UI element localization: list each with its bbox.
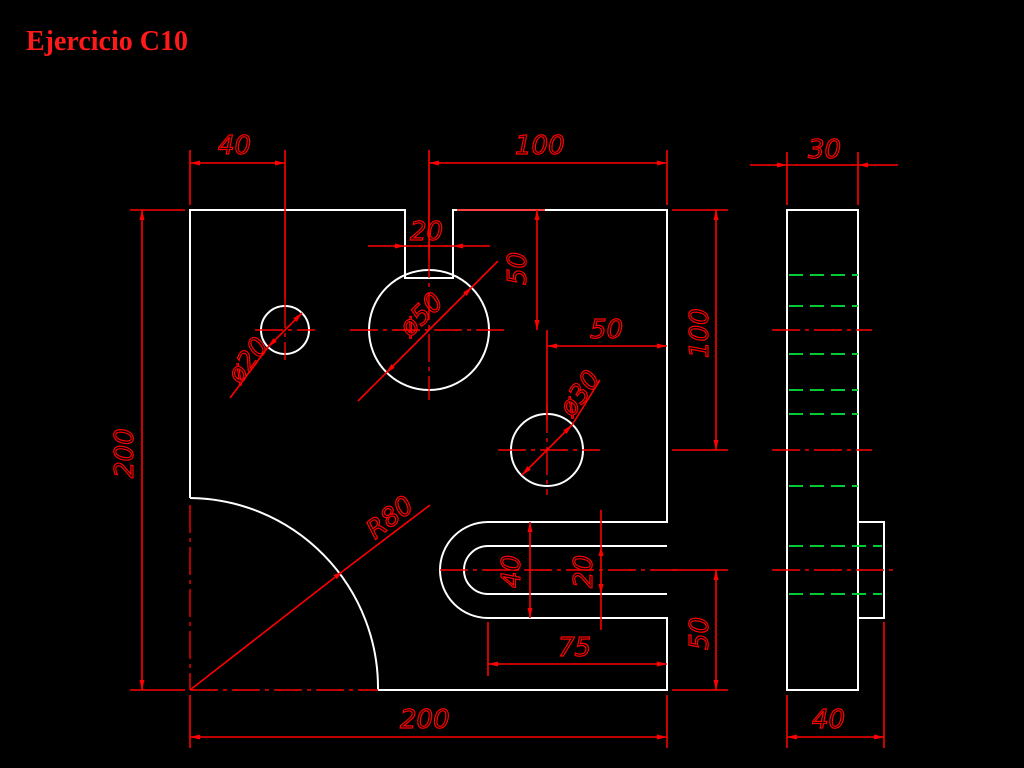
dim-label-100-vertical: 100: [685, 308, 715, 358]
drawing-stroke: [357, 372, 387, 402]
dim-label-40: 40: [218, 131, 251, 161]
leader-diam-30: [521, 424, 573, 476]
dim-label-50-bottom: 50: [685, 617, 715, 650]
leader-diam-50: [385, 286, 473, 374]
front-view-outline: [189, 209, 668, 691]
leader-r80: [189, 570, 344, 691]
drawing-stroke: [342, 504, 431, 572]
drawing-stroke: [571, 379, 601, 426]
arc-r80: [189, 497, 380, 691]
dim-label-diam-30: ø30: [553, 365, 607, 423]
dim-label-diam-50: ø50: [393, 287, 450, 344]
leader-diam-20: [267, 312, 303, 348]
front-dimensions: 40 100 20 50 ø50 ø20 50 100 ø30 200 R80 …: [109, 130, 728, 748]
dim-label-75: 75: [558, 633, 591, 663]
dim-label-20-slot: 20: [569, 555, 599, 588]
dim-label-30: 30: [808, 135, 841, 165]
centerlines: [189, 200, 680, 691]
dim-label-200-bottom: 200: [400, 705, 450, 735]
dim-label-r80: R80: [361, 490, 420, 545]
dim-label-40-side: 40: [812, 705, 845, 735]
drawing-stroke: [471, 260, 499, 288]
side-view: 30 40: [750, 134, 898, 748]
page-title: Ejercicio C10: [26, 26, 188, 57]
dim-label-50-horizontal: 50: [590, 315, 623, 345]
dim-label-50-vertical: 50: [503, 252, 533, 285]
drawing-stroke: [229, 346, 269, 399]
dim-label-diam-20: ø20: [221, 332, 275, 390]
dim-label-20: 20: [410, 217, 443, 247]
dim-label-100: 100: [515, 131, 565, 161]
dim-label-200-vertical: 200: [110, 428, 140, 478]
dim-label-40-slot: 40: [497, 555, 527, 588]
